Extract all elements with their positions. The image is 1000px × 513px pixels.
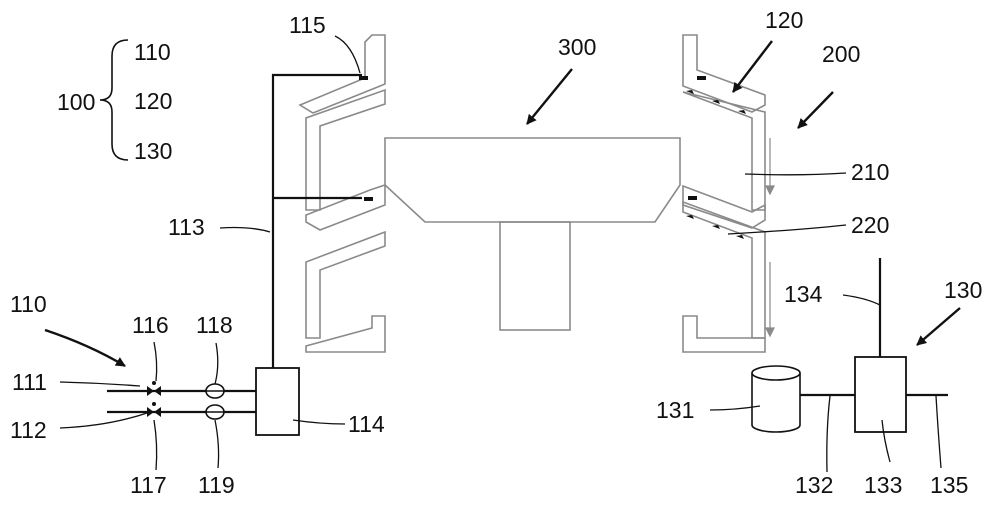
arrow-200 [798,92,833,128]
leader-116 [154,342,157,381]
leader-210 [745,173,846,175]
leader-134 [843,295,880,305]
label-110-legend: 110 [134,39,171,65]
right-lower-wall [683,202,765,338]
right-upper-wall [683,92,765,210]
leader-111 [60,382,140,386]
central-body-stem [500,222,570,330]
leader-114 [293,420,345,424]
label-113: 113 [168,214,205,240]
label-220: 220 [851,212,889,238]
valve-116 [147,386,161,396]
leader-132 [827,396,830,472]
flow-arrowhead-lower [766,328,774,336]
label-116: 116 [132,312,169,338]
jet-right-mid [688,196,697,200]
box-133 [855,357,906,432]
leader-115 [335,36,360,73]
label-300: 300 [558,34,596,60]
leader-113 [220,228,270,233]
label-117: 117 [130,472,167,498]
reference-numerals: 115 120 300 200 210 220 113 110 116 118 … [10,7,982,498]
leader-135 [936,396,941,468]
left-lower-wall [306,232,385,338]
curly-brace [100,40,128,160]
arrow-300 [527,69,572,124]
left-upper-wall [306,90,385,210]
right-top-baffle [683,35,765,112]
label-130: 130 [944,277,982,303]
mixer-box-114 [256,368,299,435]
label-200: 200 [822,41,860,67]
jet-left-mid [364,197,373,201]
central-body-top [385,138,680,222]
group-legend: 100 110 120 130 [57,39,172,164]
valve-117-stem [152,402,156,406]
tank-131 [752,366,800,432]
label-111: 111 [12,369,47,395]
jet-left-top [359,76,368,80]
jet-arrows-mid [686,215,744,239]
label-115: 115 [289,12,326,38]
label-112: 112 [10,417,47,443]
leader-117 [154,420,157,470]
flow-arrowhead-upper [766,186,774,194]
flow-meters [206,384,224,419]
label-120-legend: 120 [134,88,172,114]
left-mid-baffle [306,185,385,230]
arrow-120 [733,41,772,92]
jet-right-top [697,76,706,80]
label-130-legend: 130 [134,138,172,164]
tank-body [752,373,800,432]
arrow-110 [45,330,125,366]
jet-arrows-top [686,90,746,114]
label-131: 131 [656,397,694,423]
right-chamber-wall [683,35,765,352]
central-body [385,138,680,330]
valve-116-stem [152,381,156,385]
label-133: 133 [864,472,902,498]
leader-112 [60,412,150,428]
label-210: 210 [851,159,889,185]
label-118: 118 [196,312,233,338]
flow-arrows [766,138,774,336]
label-110: 110 [10,291,47,317]
label-132: 132 [795,472,833,498]
tank-top [752,366,800,380]
label-135: 135 [930,472,968,498]
label-119: 119 [198,472,235,498]
pipe-113-main [273,75,362,368]
label-100: 100 [57,89,95,115]
arrow-130 [917,308,960,345]
leader-119 [215,420,219,468]
left-bottom-baffle [306,316,385,352]
left-chamber-wall [300,35,385,352]
label-120: 120 [765,7,803,33]
label-134: 134 [784,281,823,307]
pointer-arrows [45,41,960,366]
leader-118 [215,343,218,384]
label-114: 114 [348,411,385,437]
